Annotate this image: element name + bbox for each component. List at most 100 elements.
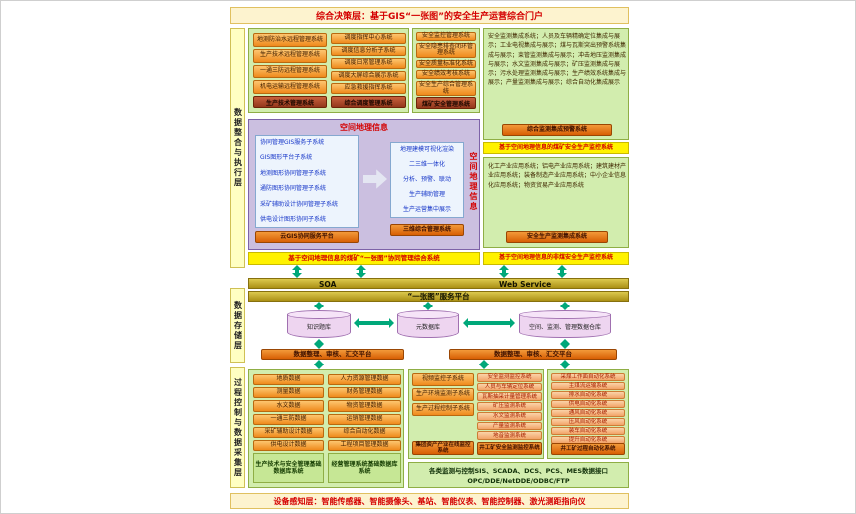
flow-arrow (499, 265, 509, 278)
dispatch-system-button: 调度指挥中心系统 (331, 33, 406, 44)
production-tech-system-button: 生产技术管理系统 (253, 96, 327, 108)
web-service-label: Web Service (499, 280, 552, 289)
metadata-db: 元数据库 (397, 310, 459, 338)
dispatch-management-system-button: 综合调度管理系统 (331, 96, 406, 108)
monitor-system-button: 安全监测监控系统 (477, 373, 542, 382)
data-platform-bar-right: 数据整理、审核、汇交平台 (449, 349, 617, 360)
gis-capability-label: 分析、预警、联动 (402, 176, 451, 184)
gis-subsystem-label: 供电设计图形协同子系统 (260, 216, 327, 224)
base-data-button: 综合自动化数据 (328, 426, 401, 438)
gis-panel: 空间地理信息 协同管理GIS服务子系统 GIS图形平台子系统地测图形协同管理子系统… (248, 119, 480, 250)
coal-monitor-bar: 基于空间地理信息的煤矿安全生产监控系统 (483, 142, 629, 154)
gis-subsystem-label: 地测图形协同管理子系统 (260, 169, 327, 177)
gis-3d-list: 地理建模可视化渲染二三维一体化分析、预警、联动生产辅助管理生产运营集中展示 (394, 146, 460, 214)
gis-subsystem-label: 采矿辅助设计协同管理子系统 (260, 200, 339, 208)
base-data-button: 工程项目管理数据 (328, 439, 401, 452)
flow-arrow (560, 339, 570, 349)
knowledge-base-db: 知识题库 (287, 310, 351, 338)
coal-safety-system-button: 煤矿安全管理系统 (416, 97, 476, 109)
control-subsystem-button: 生产过程控制子系统 (412, 403, 474, 416)
three-d-management-system-button: 三维综合管理系统 (390, 224, 464, 236)
safety-system-button: 安全质量标准化系统 (416, 59, 476, 69)
monitor-system-button: 人员与车辆定位系统 (477, 382, 542, 392)
data-platform-bar-left: 数据整理、审核、汇交平台 (261, 349, 404, 360)
gis-3d-box: 地理建模可视化渲染二三维一体化分析、预警、联动生产辅助管理生产运营集中展示 (390, 142, 464, 218)
cylinder-body (519, 314, 611, 338)
gis-subsystem-label: 协同管理GIS服务子系统 (260, 139, 325, 146)
flow-arrow (314, 302, 324, 310)
safety-system-button: 安全隐患排查闭环管理系统 (416, 42, 476, 58)
gis-capability-label: 生产辅助管理 (408, 191, 445, 199)
remote-system-button: 一通三防远程管理系统 (253, 64, 327, 79)
gis-subsystem-label: GIS图形平台子系统 (260, 154, 313, 162)
monitor-system-button: 地音监测系统 (477, 431, 542, 441)
gis-side-label: 空间地理信息 (469, 152, 478, 212)
integrated-warning-system-button: 综合监测集成预警系统 (502, 124, 612, 136)
automation-system-button: 采煤工作面自动化系统 (551, 373, 625, 382)
db-label: 元数据库 (415, 323, 440, 331)
dispatch-system-button: 调度日常管理系统 (331, 58, 406, 69)
remote-systems-column: 地测防治水远程管理系统生产技术远程管理系统一通三防远程管理系统机电运输远程管理系… (253, 33, 327, 108)
video-control-list: 视频监控子系统生产环境监测子系统生产过程控制子系统 (412, 373, 474, 416)
base-data-button: 运销管理数据 (328, 413, 401, 425)
monitor-system-button: 矿压监测系统 (477, 402, 542, 411)
gis-subsystem-label: 通防图形协同管理子系统 (260, 185, 327, 193)
cylinder-body (287, 314, 351, 338)
monitor-panel-text: 安全监测集成系统；人员及车辆精确定位集成与展示；工业电视集成与展示；煤与瓦斯突出… (488, 33, 627, 87)
monitor-system-button: 水文监测系统 (477, 411, 542, 421)
control-subsystem-button: 视频监控子系统 (412, 373, 474, 386)
flow-arrow (557, 265, 567, 278)
automation-list: 采煤工作面自动化系统主煤流运输系统排水自动化系统供电自动化系统通风自动化系统压风… (551, 373, 625, 445)
automation-column: 采煤工作面自动化系统主煤流运输系统排水自动化系统供电自动化系统通风自动化系统压风… (551, 373, 625, 455)
dispatch-systems-list: 调度指挥中心系统调度信息分析子系统调度日常管理系统调度大屏综合展示系统应急救援指… (331, 33, 406, 94)
gis-capability-label: 二三维一体化 (408, 161, 445, 169)
interface-line1: 各类监测与控制SIS、SCADA、DCS、PCS、MES数据接口 (428, 467, 609, 475)
safety-systems-list: 安全监控管理系统安全隐患排查闭环管理系统安全质量标准化系统安全绩效考核系统安全生… (416, 32, 476, 97)
remote-system-button: 生产技术远程管理系统 (253, 48, 327, 63)
gis-capability-label: 地理建模可视化渲染 (399, 146, 454, 153)
base-data-panel: 地质数据测量数据水文数据一通三防数据采矿辅助设计数据供电设计数据 生产技术与安全… (248, 369, 404, 488)
cylinder-top (287, 310, 351, 319)
safety-system-button: 安全生产综合管理系统 (416, 80, 476, 97)
tech-data-list: 地质数据测量数据水文数据一通三防数据采矿辅助设计数据供电设计数据 (253, 374, 324, 452)
base-data-button: 采矿辅助设计数据 (253, 426, 324, 438)
monitor-system-button: 产量监测系统 (477, 421, 542, 431)
noncoal-monitor-bar: 基于空间地理信息的非煤安全生产监控系统 (483, 252, 629, 265)
layer-label-process: 过程控制与数据采集层 (230, 367, 245, 488)
flow-arrow (354, 318, 394, 328)
cloud-gis-platform-button: 云GIS协同服务平台 (255, 231, 359, 243)
flow-arrow (314, 339, 324, 349)
base-data-button: 水文数据 (253, 400, 324, 412)
safety-system-button: 安全监控管理系统 (416, 32, 476, 41)
safety-monitor-integration-button: 安全生产监测集成系统 (506, 231, 608, 243)
base-data-button: 一通三防数据 (253, 413, 324, 425)
dispatch-systems-column: 调度指挥中心系统调度信息分析子系统调度日常管理系统调度大屏综合展示系统应急救援指… (331, 33, 406, 108)
top-banner: 综合决策层：基于GIS“一张图”的安全生产运营综合门户 (230, 7, 629, 24)
operation-data-list: 人力资源管理数据财务管理数据物资管理数据运销管理数据综合自动化数据工程项目管理数… (328, 374, 401, 452)
cylinder-top (519, 310, 611, 319)
safety-systems-column: 安全监控管理系统安全隐患排查闭环管理系统安全质量标准化系统安全绩效考核系统安全生… (416, 32, 476, 109)
flow-arrow (423, 302, 433, 310)
layer-label-storage: 数据存储层 (230, 288, 245, 363)
mine-monitor-column: 安全监测监控系统人员与车辆定位系统瓦斯抽采计量管理系统矿压监测系统水文监测系统产… (477, 373, 542, 455)
remote-dispatch-panel: 地测防治水远程管理系统生产技术远程管理系统一通三防远程管理系统机电运输远程管理系… (248, 28, 409, 113)
industry-panel-text: 化工产业应用系统；铝电产业应用系统；建筑建材产业应用系统；装备制造产业应用系统；… (488, 163, 627, 189)
industry-panel: 化工产业应用系统；铝电产业应用系统；建筑建材产业应用系统；装备制造产业应用系统；… (483, 157, 629, 248)
db-label: 空间、监测、管理数据仓库 (528, 323, 601, 331)
transform-arrow (363, 169, 387, 189)
monitor-system-button: 瓦斯抽采计量管理系统 (477, 392, 542, 402)
layer-label-integration: 数据整合与执行层 (230, 28, 245, 268)
automation-system-button: 排水自动化系统 (551, 391, 625, 400)
soa-label: SOA (319, 280, 337, 289)
flow-arrow (314, 360, 324, 369)
operation-db-label: 经营管理系统基础数据库系统 (328, 453, 401, 483)
flow-arrow (479, 360, 489, 369)
base-data-button: 测量数据 (253, 387, 324, 399)
monitor-panel: 安全监测集成系统；人员及车辆精确定位集成与展示；工业电视集成与展示；煤与瓦斯突出… (483, 28, 629, 140)
flow-arrow (463, 318, 515, 328)
remote-system-button: 地测防治水远程管理系统 (253, 33, 327, 47)
remote-system-button: 机电运输远程管理系统 (253, 80, 327, 94)
mine-monitor-list: 安全监测监控系统人员与车辆定位系统瓦斯抽采计量管理系统矿压监测系统水文监测系统产… (477, 373, 542, 441)
gis-panel-title: 空间地理信息 (340, 123, 388, 132)
